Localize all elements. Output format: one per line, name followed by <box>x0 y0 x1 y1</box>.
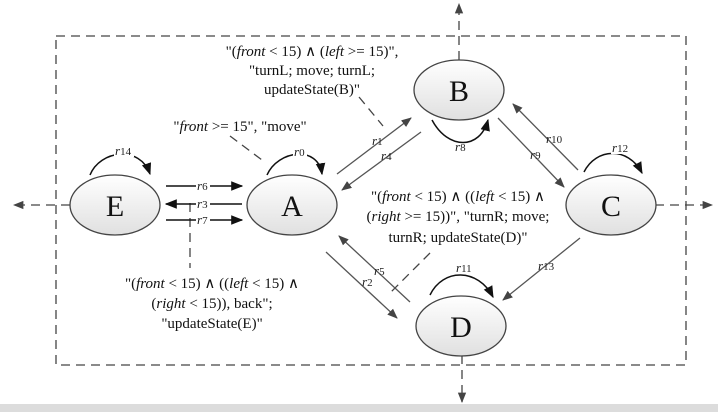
annotation-move: "front >= 15", "move" <box>173 119 306 135</box>
bottom-band <box>0 404 718 412</box>
edge-label-r9: r9 <box>530 147 541 162</box>
annotation-line: "updateState(E)" <box>161 316 262 332</box>
edge-label-r3: r3 <box>197 196 208 211</box>
edge-label-bg <box>196 197 210 210</box>
edge-label-r7: r7 <box>197 212 208 227</box>
edge-label-bg <box>114 144 134 157</box>
edge-r8 <box>431 118 490 144</box>
edge-label-r11: r11 <box>456 260 472 275</box>
annotation-line: "front >= 15", "move" <box>173 119 306 135</box>
edge-label-r8: r8 <box>455 139 466 154</box>
edge-label-r5: r5 <box>374 263 385 278</box>
annotation-line: updateState(B)" <box>264 82 360 98</box>
edge-label-r13: r13 <box>538 258 555 273</box>
state-node-d[interactable]: D <box>415 295 507 357</box>
state-node-a[interactable]: A <box>246 174 338 236</box>
annotation-line: "(front < 15) ∧ ((left < 15) ∧ <box>125 276 299 292</box>
leader-turn-left <box>358 96 384 127</box>
edge-r12 <box>583 152 643 175</box>
annotation-turn-left: "(front < 15) ∧ (left >= 15)", "turnL; m… <box>226 44 399 98</box>
edge-r11 <box>429 274 494 299</box>
edge-label-r4: r4 <box>381 148 392 163</box>
annotation-line: "(front < 15) ∧ ((left < 15) ∧ <box>371 189 545 205</box>
node-label: E <box>106 190 124 223</box>
edge-r4 <box>341 131 422 191</box>
edge-label-bg <box>611 141 631 154</box>
node-label: C <box>601 190 621 223</box>
edge-label-bg <box>455 261 475 274</box>
edge-label-r1: r1 <box>372 133 383 148</box>
state-node-c[interactable]: C <box>565 174 657 236</box>
node-label: D <box>450 311 472 344</box>
leader-move <box>229 135 263 161</box>
node-label: A <box>281 190 303 223</box>
edge-label-r6: r6 <box>197 178 208 193</box>
edge-label-r10: r10 <box>546 131 563 146</box>
edge-r9 <box>497 117 565 188</box>
annotation-line: (right < 15)), back"; <box>151 296 272 312</box>
edge-label-r0: r0 <box>294 144 305 159</box>
edge-label-r2: r2 <box>362 274 373 289</box>
annotation-line: turnR; updateState(D)" <box>388 230 527 246</box>
state-node-b[interactable]: B <box>413 59 505 121</box>
edge-r5 <box>338 235 411 303</box>
edge-r1 <box>336 117 412 175</box>
annotation-line: "turnL; move; turnL; <box>249 63 375 79</box>
annotation-turn-right: "(front < 15) ∧ ((left < 15) ∧ (right >=… <box>367 189 550 246</box>
annotation-line: "(front < 15) ∧ (left >= 15)", <box>226 44 399 60</box>
edge-label-r12: r12 <box>612 140 628 155</box>
edge-r2 <box>325 251 398 319</box>
edge-label-bg <box>293 145 307 158</box>
node-label: B <box>449 75 469 108</box>
edge-r13 <box>502 237 581 301</box>
annotation-line: (right >= 15))", "turnR; move; <box>367 209 550 225</box>
annotation-back: "(front < 15) ∧ ((left < 15) ∧ (right < … <box>125 276 299 332</box>
leader-turn-right <box>387 252 431 296</box>
edge-r10 <box>512 103 579 171</box>
system-boundary-frame <box>55 35 687 366</box>
edge-label-bg <box>196 179 210 192</box>
edge-label-bg <box>196 213 210 226</box>
state-node-e[interactable]: E <box>69 174 161 236</box>
edge-label-r14: r14 <box>115 143 132 158</box>
